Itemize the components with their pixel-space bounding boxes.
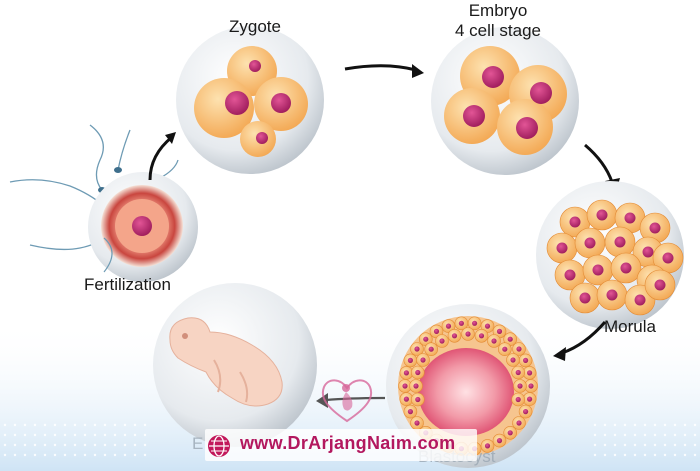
dot-pattern-left xyxy=(0,420,150,460)
arrow-icon xyxy=(148,135,173,181)
label-morula: Morula xyxy=(604,317,656,336)
embryo-4cell-illustration xyxy=(431,27,579,175)
morula-illustration xyxy=(536,181,684,329)
globe-icon xyxy=(208,435,230,457)
zygote-illustration xyxy=(176,26,324,174)
label-zygote: Zygote xyxy=(229,17,281,36)
label-fertilization: Fertilization xyxy=(84,275,171,294)
label-embryo-line2: 4 cell stage xyxy=(455,21,541,40)
dot-pattern-right xyxy=(590,420,700,460)
label-embryo-line1: Embryo xyxy=(468,1,528,20)
fertilization-illustration xyxy=(9,124,198,282)
website-link[interactable]: www.DrArjangNaim.com xyxy=(240,433,456,453)
arrow-icon xyxy=(584,143,614,183)
website-banner xyxy=(205,429,477,461)
blastocyst-illustration xyxy=(386,304,550,468)
arrow-icon xyxy=(344,64,417,72)
heart-woman-logo-icon xyxy=(321,379,373,423)
fetus-illustration xyxy=(153,283,317,447)
label-embryo-4cell: Embryo 4 cell stage xyxy=(455,1,541,41)
arrow-icon xyxy=(325,396,386,402)
arrow-head xyxy=(412,64,424,78)
label-embryo-partial: E xyxy=(192,434,204,453)
arrow-head xyxy=(316,393,328,408)
arrow-head xyxy=(553,347,566,361)
arrow-icon xyxy=(561,321,607,355)
arrow-head xyxy=(165,132,176,144)
